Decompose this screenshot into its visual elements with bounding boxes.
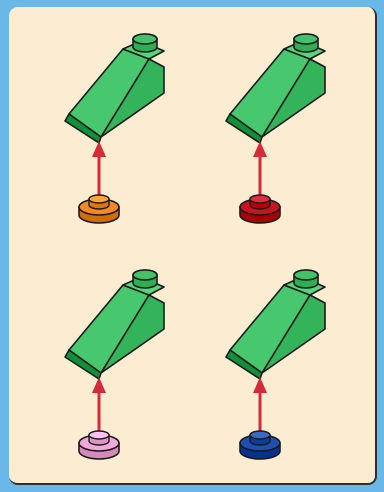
plate-stud-top xyxy=(250,195,270,203)
red-round-plate xyxy=(240,195,280,223)
green-slope-brick xyxy=(226,270,325,379)
step-drawing xyxy=(222,29,377,239)
assembly-step-pink xyxy=(61,265,231,475)
step-drawing xyxy=(61,265,231,475)
arrow-head xyxy=(92,141,106,157)
plate-stud-top xyxy=(250,431,270,439)
assembly-arrow xyxy=(92,377,106,435)
arrow-head xyxy=(253,377,267,393)
slope-stud-top xyxy=(133,270,157,280)
arrow-head xyxy=(253,141,267,157)
plate-stud-top xyxy=(89,431,109,439)
assembly-arrow xyxy=(92,141,106,199)
assembly-arrow xyxy=(253,377,267,435)
arrow-head xyxy=(92,377,106,393)
green-slope-brick xyxy=(65,270,164,379)
assembly-step-blue xyxy=(222,265,377,475)
step-drawing xyxy=(61,29,231,239)
instruction-panel xyxy=(9,7,377,485)
assembly-step-orange xyxy=(61,29,231,239)
step-drawing xyxy=(222,265,377,475)
blue-round-plate xyxy=(240,431,280,459)
green-slope-brick xyxy=(226,34,325,143)
slope-stud-top xyxy=(133,34,157,44)
plate-stud-top xyxy=(89,195,109,203)
orange-round-plate xyxy=(79,195,119,223)
assembly-step-red xyxy=(222,29,377,239)
slope-stud-top xyxy=(294,270,318,280)
assembly-arrow xyxy=(253,141,267,199)
pink-round-plate xyxy=(79,431,119,459)
green-slope-brick xyxy=(65,34,164,143)
slope-stud-top xyxy=(294,34,318,44)
